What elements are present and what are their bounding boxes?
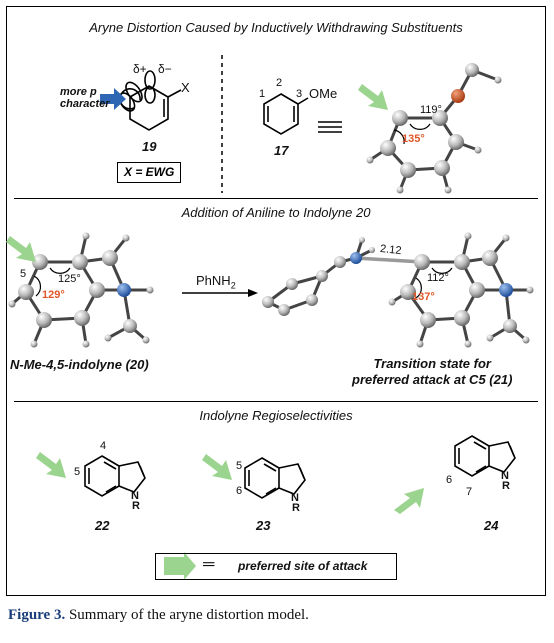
angle-125-label: 125° (58, 273, 81, 285)
compound-17-label: 17 (274, 143, 289, 158)
legend-equals: ═ (203, 556, 215, 573)
legend-text: preferred site of attack (238, 559, 368, 573)
structure-17 (263, 93, 309, 135)
c24-position-7: 7 (466, 486, 473, 498)
green-arrow-icon (36, 452, 66, 478)
structure-19 (118, 70, 182, 131)
c23-position-6: 6 (236, 485, 243, 497)
ts-line2: preferred attack at C5 (21) (352, 372, 513, 387)
more-p-line1: more p (60, 86, 97, 98)
position-2-label: 2 (276, 77, 283, 89)
position-3-label: 3 (296, 88, 303, 100)
angle-135-label: 135° (402, 133, 425, 145)
model-20-3d (8, 232, 154, 348)
angle-119-label: 119° (420, 104, 442, 116)
reagent-label: PhNH2 (196, 273, 236, 291)
c23-r-group: R (292, 502, 300, 514)
delta-minus-label: δ− (158, 62, 172, 76)
figure-frame (6, 6, 546, 596)
blue-arrow-icon (100, 88, 126, 110)
compound-19-label: 19 (142, 139, 157, 154)
legend-box (155, 553, 397, 580)
divider-top (14, 198, 538, 199)
caption-label: Figure 3. (8, 607, 66, 623)
green-arrow-icon (202, 454, 232, 480)
c23-position-5: 5 (236, 460, 243, 472)
bottom-panel-title: Indolyne Regioselectivities (199, 408, 353, 423)
c22-position-5: 5 (74, 466, 81, 478)
more-p-label: more p character (60, 86, 110, 110)
ts-line1: Transition state for (373, 356, 491, 371)
transition-state-label: Transition state for preferred attack at… (352, 356, 512, 388)
structure-24 (454, 435, 516, 477)
divider-middle (14, 401, 538, 402)
c24-position-6: 6 (446, 474, 453, 486)
more-p-line2: character (60, 98, 110, 110)
top-panel-title: Aryne Distortion Caused by Inductively W… (89, 20, 463, 35)
reagent-subscript: 2 (230, 280, 236, 291)
model-21-3d (262, 232, 534, 348)
c24-r-group: R (502, 480, 510, 492)
reaction-arrow-icon (182, 289, 258, 297)
delta-plus-label: δ+ (133, 62, 147, 76)
green-arrow-icon (358, 84, 388, 110)
ome-label: OMe (309, 86, 338, 101)
c24-nitrogen: N (501, 470, 509, 482)
model-17-3d (366, 63, 502, 194)
distance-label: 2.12 (379, 242, 402, 258)
legend-green-arrow-icon (164, 552, 196, 580)
angle-112-label: 112° (427, 272, 449, 284)
position-5-label: 5 (20, 268, 27, 280)
angle-137-label: 137° (412, 291, 435, 303)
compound-22-label: 22 (95, 518, 110, 533)
indolyne-20-label: N-Me-4,5-indolyne (20) (10, 357, 149, 372)
structure-23 (244, 457, 306, 499)
green-arrow-icon (6, 236, 36, 262)
reagent-text: PhNH (196, 273, 231, 288)
angle-129-label: 129° (42, 289, 65, 301)
c23-nitrogen: N (291, 492, 299, 504)
caption-text: Summary of the aryne distortion model. (65, 607, 309, 623)
green-arrow-icon (394, 488, 424, 514)
middle-panel-title: Addition of Aniline to Indolyne 20 (181, 205, 371, 220)
equivalence-icon (318, 121, 342, 133)
compound-23-label: 23 (256, 518, 271, 533)
compound-24-label: 24 (484, 518, 499, 533)
c22-position-4: 4 (100, 440, 107, 452)
figure-caption: Figure 3. Summary of the aryne distortio… (8, 607, 309, 624)
structure-22 (84, 455, 146, 497)
c22-r-group: R (132, 500, 140, 512)
x-ewg-box: X = EWG (117, 162, 182, 183)
substituent-x-label: X (181, 80, 190, 95)
c22-nitrogen: N (131, 490, 139, 502)
position-1-label: 1 (259, 88, 266, 100)
